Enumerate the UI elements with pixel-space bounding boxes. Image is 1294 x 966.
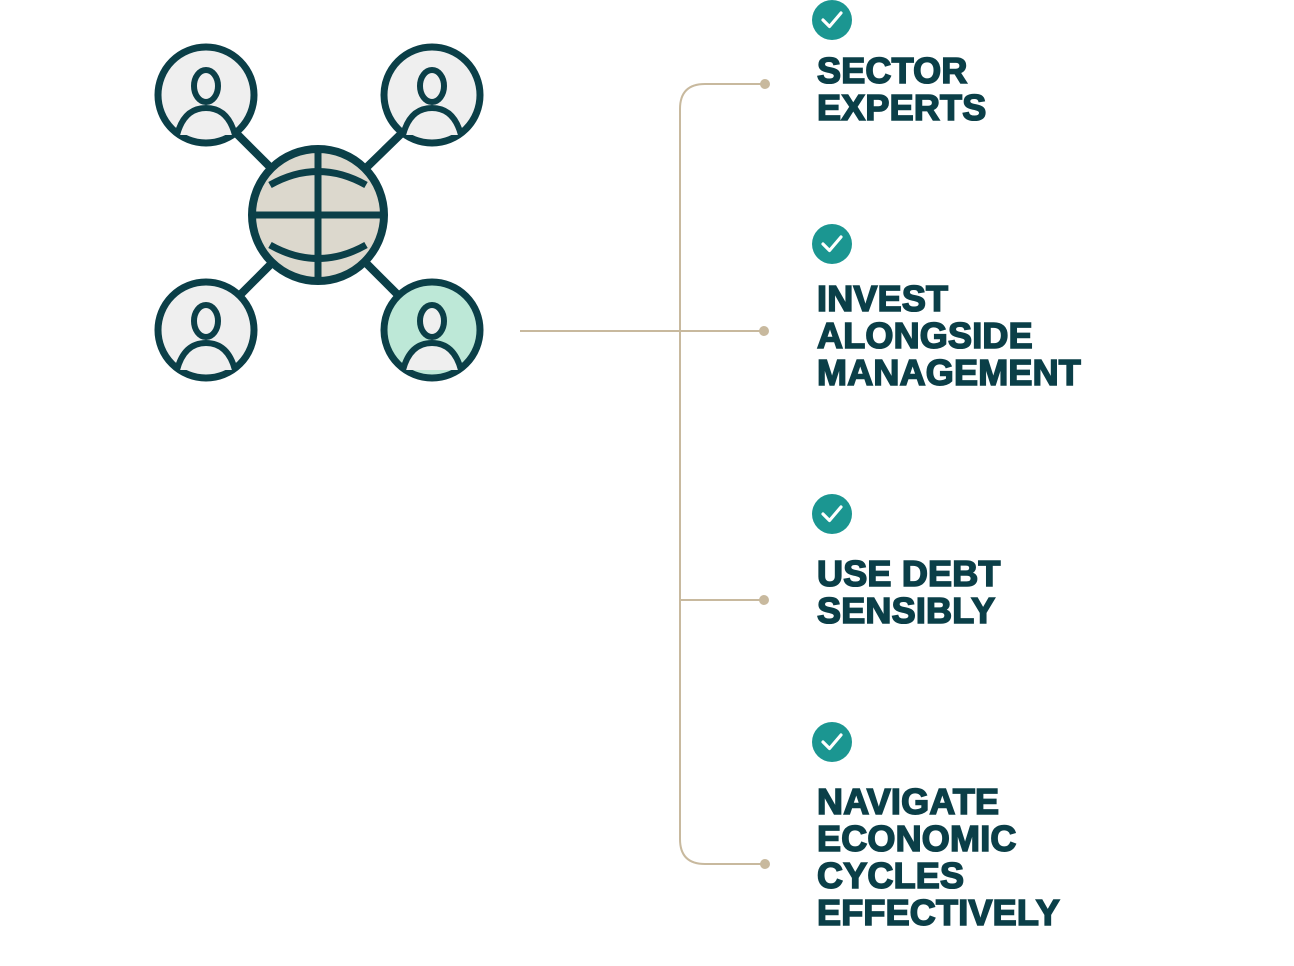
- highlighted-person-icon: [380, 278, 484, 382]
- connector-dots: [759, 79, 770, 869]
- person-icon: [380, 43, 484, 147]
- checkmark-icon: [812, 224, 852, 264]
- item-label: SECTOR EXPERTS: [816, 50, 987, 128]
- checkmark-icon: [812, 722, 852, 762]
- network-spokes: [230, 127, 408, 298]
- checkmark-icon: [812, 0, 852, 40]
- checkmark-icon: [812, 494, 852, 534]
- person-icon: [154, 43, 258, 147]
- item-label: INVEST ALONGSIDE MANAGEMENT: [816, 278, 1081, 393]
- item-label: NAVIGATE ECONOMIC CYCLES EFFECTIVELY: [816, 781, 1060, 933]
- bracket-connector: [520, 83, 764, 865]
- person-icon: [154, 278, 258, 382]
- globe-icon: [248, 145, 388, 285]
- item-label: USE DEBT SENSIBLY: [816, 553, 1001, 631]
